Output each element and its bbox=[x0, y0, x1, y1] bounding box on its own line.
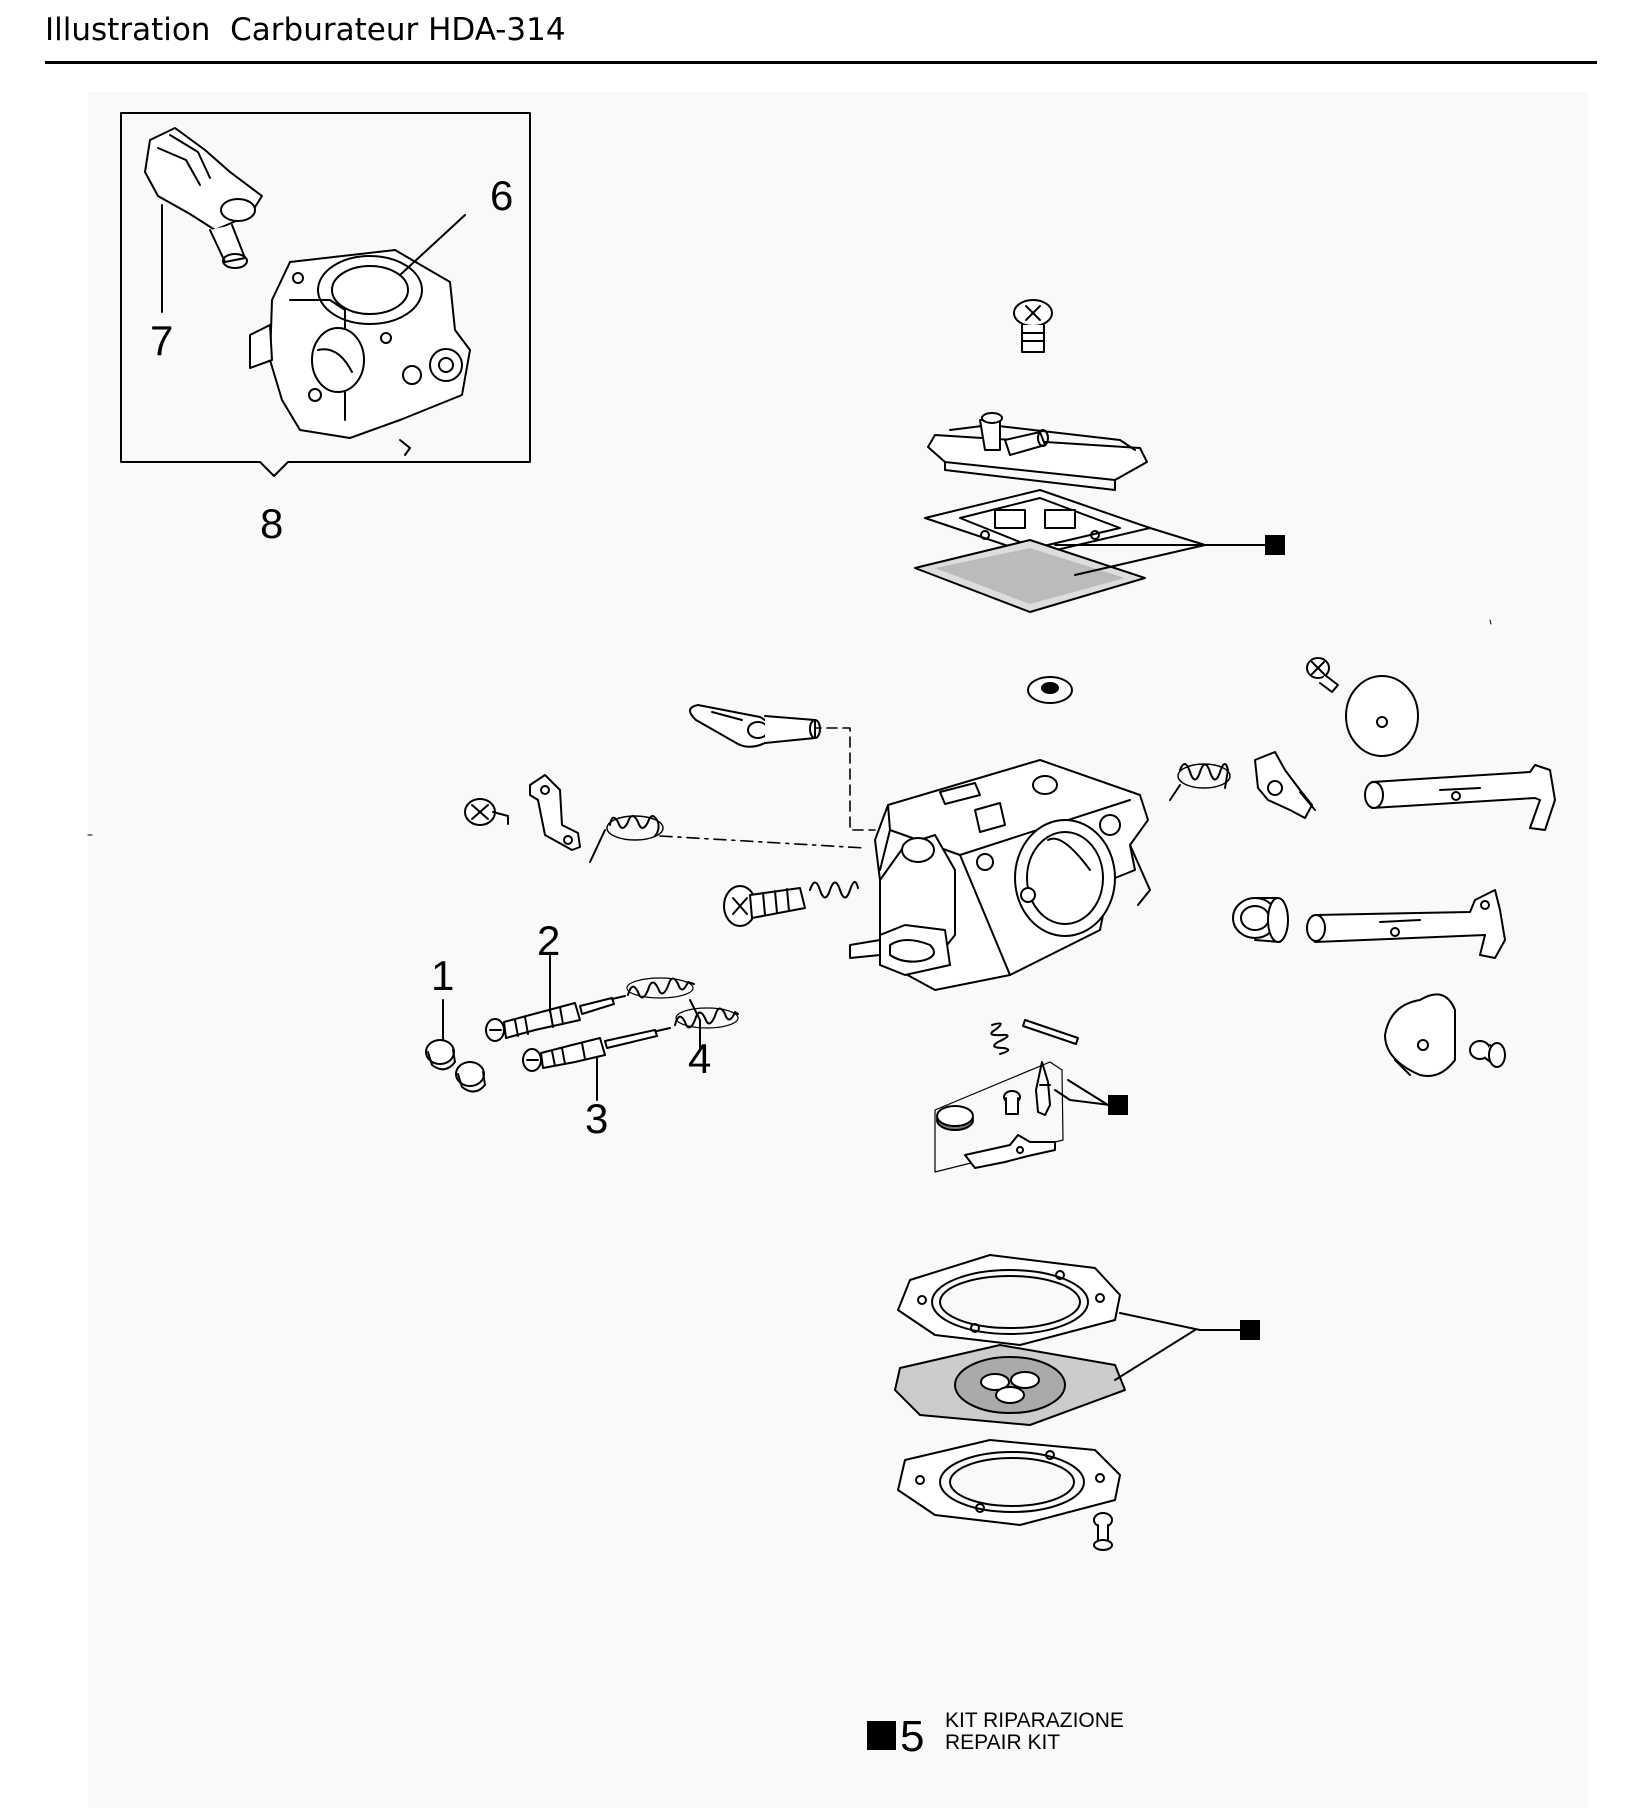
callout-4: 4 bbox=[688, 1035, 711, 1082]
throttle-plate bbox=[1345, 675, 1419, 757]
callout-2: 2 bbox=[537, 917, 560, 964]
callout-1: 1 bbox=[431, 952, 454, 999]
metering-lever bbox=[964, 1134, 1056, 1169]
metering-gasket bbox=[897, 1254, 1121, 1346]
metering-spring bbox=[990, 1022, 1010, 1055]
idle-screw-small bbox=[464, 798, 509, 826]
page-header: Illustration Carburateur HDA-314 bbox=[45, 8, 1597, 64]
choke-shaft bbox=[1306, 889, 1506, 959]
fuel-inlet-fitting bbox=[849, 834, 956, 976]
diaphragm-cover bbox=[897, 1439, 1121, 1526]
throttle-nut bbox=[1027, 676, 1073, 704]
cover-screw bbox=[1013, 299, 1053, 353]
part-6-carburetor-assembly bbox=[249, 249, 471, 456]
idle-speed-screw bbox=[723, 881, 859, 927]
metering-disc bbox=[936, 1105, 974, 1131]
lever-pin bbox=[1022, 1019, 1079, 1045]
choke-bushing bbox=[1232, 897, 1289, 943]
pump-cover bbox=[927, 412, 1148, 491]
part-2-high-speed-needle bbox=[485, 995, 626, 1042]
bracket-plate bbox=[529, 774, 581, 851]
throttle-return-spring bbox=[1169, 763, 1231, 801]
callout-6: 6 bbox=[490, 172, 513, 219]
lever-screw bbox=[1003, 1090, 1021, 1115]
throttle-plate-screw bbox=[1306, 657, 1339, 693]
part-1-limiter-caps bbox=[425, 1039, 486, 1093]
legend-line-1: KIT RIPARAZIONE bbox=[945, 1709, 1124, 1732]
kit-marker-top bbox=[1265, 535, 1285, 555]
pump-diaphragm bbox=[914, 539, 1146, 613]
metering-diaphragm bbox=[894, 1344, 1126, 1426]
kit-marker-bottom bbox=[1240, 1320, 1260, 1340]
legend-number: 5 bbox=[900, 1712, 924, 1761]
complete-carburetor-inset bbox=[120, 112, 531, 477]
pump-gasket bbox=[924, 489, 1151, 556]
throttle-shaft bbox=[1364, 764, 1556, 831]
idle-spring bbox=[589, 815, 664, 863]
legend-line-2: REPAIR KIT bbox=[945, 1731, 1060, 1754]
callout-7: 7 bbox=[150, 317, 173, 364]
callout-3: 3 bbox=[585, 1095, 608, 1142]
choke-plate-screw bbox=[1469, 1040, 1506, 1068]
callout-8: 8 bbox=[260, 500, 283, 547]
page-title: Illustration Carburateur HDA-314 bbox=[45, 12, 566, 48]
legend-kit-marker bbox=[867, 1721, 896, 1750]
part-4-needle-springs bbox=[626, 977, 739, 1029]
choke-plate bbox=[1384, 993, 1456, 1077]
throttle-link bbox=[689, 704, 821, 748]
legend-repair-kit: 5 KIT RIPARAZIONE REPAIR KIT bbox=[867, 1709, 1124, 1761]
cover-screw-bottom bbox=[1093, 1512, 1113, 1551]
throttle-lever bbox=[1254, 751, 1316, 819]
needle-valve-kit-box bbox=[934, 1061, 1064, 1173]
inlet-needle bbox=[1035, 1061, 1051, 1116]
part-7-fuel-fitting bbox=[144, 127, 263, 269]
kit-marker-middle bbox=[1108, 1095, 1128, 1115]
part-3-low-speed-needle bbox=[522, 1027, 671, 1072]
